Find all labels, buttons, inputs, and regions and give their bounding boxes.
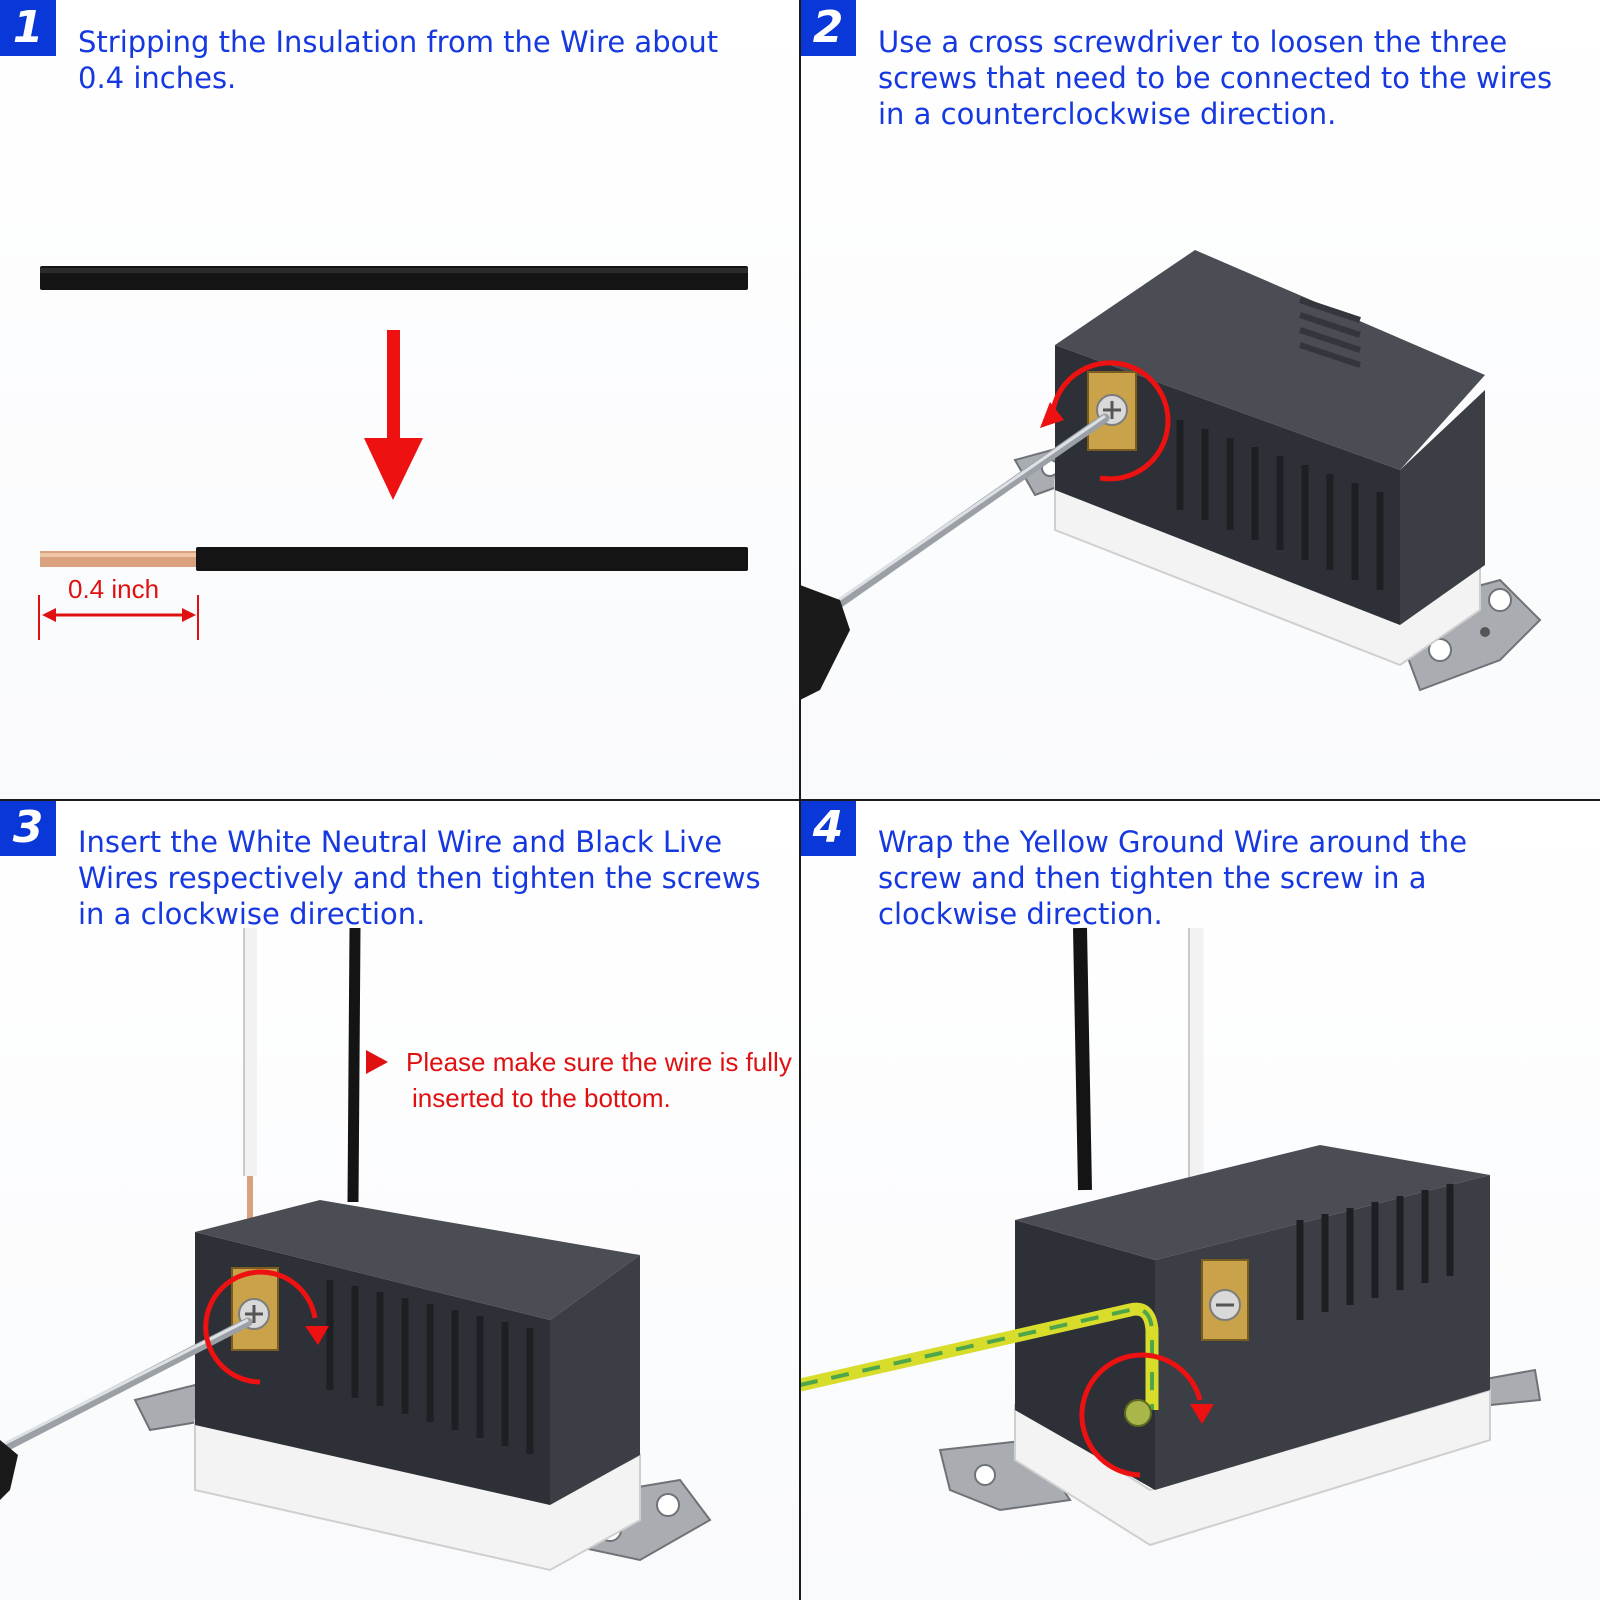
device-body-front: [195, 1232, 550, 1505]
device-body-top: [1015, 1145, 1490, 1260]
device-vent-fins: [326, 1280, 534, 1454]
step-1-panel: 1 Stripping the Insulation from the Wire…: [0, 0, 800, 800]
notice-line-2: inserted to the bottom.: [412, 1083, 671, 1113]
screwdriver-loosening-illustration: [800, 250, 1542, 700]
screwdriver: [800, 413, 1110, 700]
stripped-wire-insulation: [196, 547, 748, 571]
clockwise-arrow-icon: [1079, 1352, 1203, 1478]
black-live-wire: [347, 927, 361, 1203]
device-vent-fins: [1296, 1184, 1454, 1320]
step-instruction: Use a cross screwdriver to loosen the th…: [878, 25, 1553, 131]
step-number-badge: 2: [800, 0, 856, 56]
wire-stripping-illustration: [38, 266, 748, 640]
step-instruction: Insert the White Neutral Wire and Black …: [78, 825, 761, 931]
ground-screw: [1124, 1399, 1152, 1427]
wire-insertion-notice: Please make sure the wire is fully inser…: [366, 1044, 792, 1116]
step-number-badge: 1: [0, 0, 56, 56]
device-body-top: [1055, 250, 1485, 470]
black-live-wire: [1073, 927, 1092, 1191]
measurement-label: 0.4 inch: [68, 574, 160, 604]
ground-wire: [800, 1302, 1159, 1410]
device-top-ribs: [1299, 297, 1361, 368]
horizontal-divider: [0, 799, 1600, 801]
step-3-panel: 3 Insert the White Neutral Wire and Blac…: [0, 800, 800, 1600]
step-number-badge: 3: [0, 800, 56, 856]
step-instruction: Wrap the Yellow Ground Wire around the s…: [878, 825, 1468, 931]
step-instruction: Stripping the Insulation from the Wire a…: [78, 25, 719, 95]
counterclockwise-arrow-icon: [1049, 360, 1171, 482]
notice-line-1: Please make sure the wire is fully: [406, 1047, 792, 1077]
ground-wire-illustration: [800, 927, 1542, 1547]
device-body-top: [195, 1200, 640, 1320]
triangle-bullet-icon: [366, 1050, 388, 1074]
down-arrow-icon: [364, 330, 423, 500]
device-white-base: [1014, 1388, 1491, 1547]
step-2-panel: 2 Use a cross screwdriver to loosen the …: [800, 0, 1600, 800]
device-vent-fins: [1176, 420, 1384, 590]
clockwise-arrow-icon: [203, 1269, 318, 1385]
device-body-front: [1015, 1220, 1155, 1490]
device-body-side: [1400, 390, 1485, 625]
device-body-side: [550, 1255, 640, 1505]
step-number-badge: 4: [800, 800, 856, 856]
measurement-dimension: [38, 595, 199, 640]
device-body-side: [1155, 1175, 1490, 1490]
wire-insertion-illustration: [0, 927, 712, 1572]
step-4-panel: 4 Wrap the Yellow Ground Wire around the…: [800, 800, 1600, 1600]
brass-terminal: [1087, 371, 1137, 451]
